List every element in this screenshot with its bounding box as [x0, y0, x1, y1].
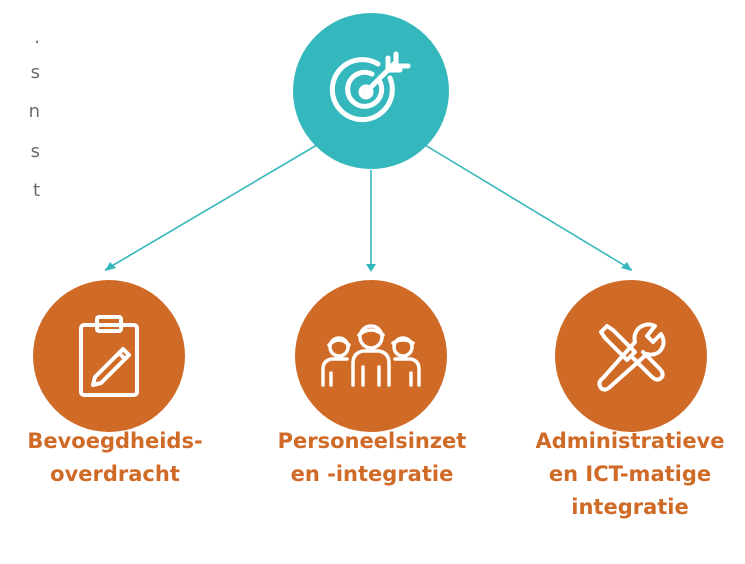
item-circle-admin-ict: [555, 280, 707, 432]
side-text-fragment: s: [30, 141, 40, 162]
clipboard-pencil-icon: [79, 315, 139, 397]
arrowhead-left: [105, 262, 116, 271]
item-label-admin-ict: Administratieve en ICT-matige integratie: [535, 429, 725, 519]
goal-circle: [293, 13, 449, 169]
connector-right: [419, 141, 633, 271]
item-circle-transfer: [33, 280, 185, 432]
side-text-fragment: t: [32, 180, 40, 201]
side-text-fragment: n: [28, 101, 40, 122]
target-arrow-icon: [329, 51, 411, 123]
side-text-fragment: s: [30, 62, 40, 83]
wrench-screwdriver-icon: [597, 322, 666, 392]
arrowhead-right: [621, 262, 632, 271]
item-label-transfer: Bevoegdheids- overdracht: [27, 429, 203, 486]
side-text-fragment: .: [34, 27, 40, 48]
arrowhead-center: [366, 264, 376, 272]
item-label-staffing: Personeelsinzet en -integratie: [277, 429, 467, 486]
item-circle-staffing: [295, 280, 447, 432]
people-group-icon: [321, 324, 421, 387]
connector-left: [104, 141, 323, 271]
